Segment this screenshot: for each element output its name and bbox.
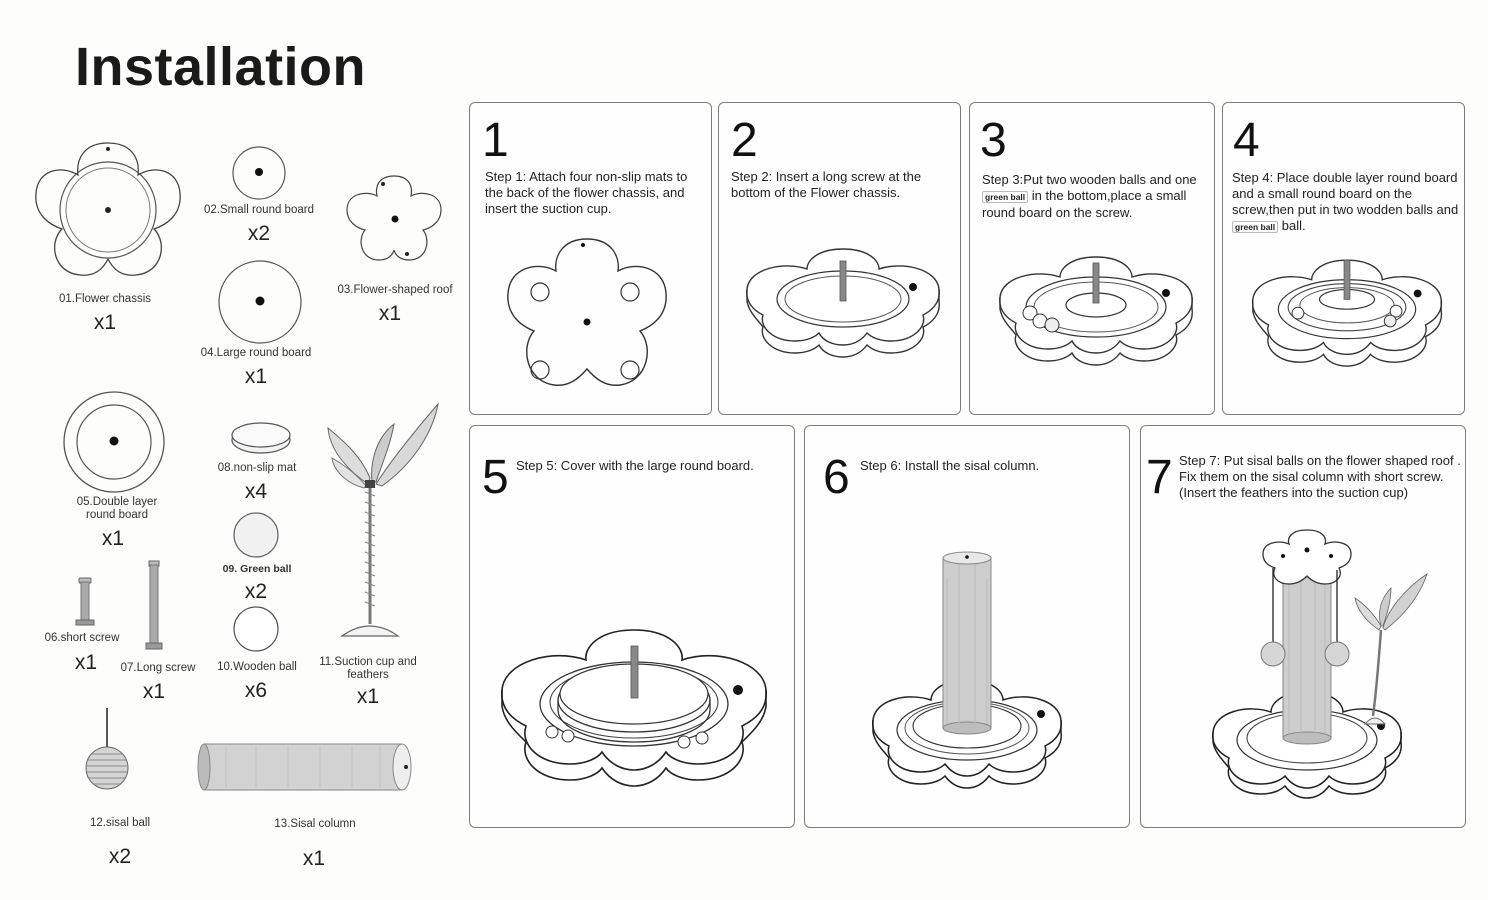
part-label: 05.Double layer round board xyxy=(76,496,158,521)
part-qty: x1 xyxy=(101,527,125,550)
step-3-illustration xyxy=(999,256,1193,366)
step-text: Step 1: Attach four non-slip mats to the… xyxy=(485,169,688,216)
step-number: 7 xyxy=(1146,451,1173,504)
part-label: 03.Flower-shaped roof xyxy=(337,284,453,296)
sisal-ball-image xyxy=(84,706,134,792)
short-screw-image xyxy=(74,576,98,628)
step-7-illustration xyxy=(1212,529,1428,799)
step-6-illustration xyxy=(872,551,1062,789)
step-text: Step 2: Insert a long screw at the botto… xyxy=(731,169,922,200)
step-text: Step 7: Put sisal balls on the flower sh… xyxy=(1179,453,1461,500)
step-7-panel: 7 Step 7: Put sisal balls on the flower … xyxy=(1140,425,1466,828)
non-slip-mat-image xyxy=(229,420,293,456)
step-2-panel: 2 Step 2: Insert a long screw at the bot… xyxy=(718,102,961,415)
part-qty: x4 xyxy=(244,480,268,503)
step-number: 5 xyxy=(482,451,509,504)
step-number: 3 xyxy=(980,114,1007,167)
step-4-illustration xyxy=(1251,259,1443,367)
part-qty: x2 xyxy=(247,222,271,245)
part-qty: x1 xyxy=(244,365,268,388)
wooden-ball-image xyxy=(231,605,281,655)
step-4-panel: 4 Step 4: Place double layer round board… xyxy=(1222,102,1465,415)
part-label: 02.Small round board xyxy=(204,204,314,216)
part-label: 09. Green ball xyxy=(222,563,292,575)
part-label: 10.Wooden ball xyxy=(217,661,297,673)
part-qty: x1 xyxy=(356,685,380,708)
step-5-illustration xyxy=(501,629,767,787)
step-text: Step 6: Install the sisal column. xyxy=(860,458,1040,473)
part-qty: x1 xyxy=(74,651,98,674)
suction-cup-feathers-image xyxy=(320,402,444,646)
step-text: Step 5: Cover with the large round board… xyxy=(516,458,754,473)
page-title: Installation xyxy=(75,37,367,97)
part-label: 08.non-slip mat xyxy=(217,462,297,474)
flower-roof-image xyxy=(343,172,445,266)
step-number: 6 xyxy=(823,451,850,504)
sisal-column-image xyxy=(196,740,416,796)
part-label: 13.Sisal column xyxy=(274,818,356,830)
part-qty: x2 xyxy=(108,845,132,868)
part-qty: x1 xyxy=(302,847,326,870)
part-label: 06.short screw xyxy=(44,632,120,644)
green-ball-tag: green ball xyxy=(1232,221,1279,233)
part-qty: x1 xyxy=(378,302,402,325)
step-text: Step 3:Put two wooden balls and one gree… xyxy=(982,172,1197,220)
part-qty: x1 xyxy=(142,680,166,703)
step-6-panel: 6 Step 6: Install the sisal column. xyxy=(804,425,1130,828)
part-label: 07.Long screw xyxy=(120,662,196,674)
step-1-illustration xyxy=(507,238,667,386)
green-ball-image xyxy=(231,511,281,561)
large-round-board-image xyxy=(216,260,304,346)
flower-chassis-image xyxy=(32,135,184,280)
step-number: 1 xyxy=(482,114,509,167)
step-number: 2 xyxy=(731,114,758,167)
long-screw-image xyxy=(143,559,167,653)
step-1-panel: 1 Step 1: Attach four non-slip mats to t… xyxy=(469,102,712,415)
part-qty: x1 xyxy=(93,311,117,334)
part-label: 01.Flower chassis xyxy=(58,293,152,305)
double-layer-board-image xyxy=(61,390,167,494)
step-5-panel: 5 Step 5: Cover with the large round boa… xyxy=(469,425,795,828)
step-2-illustration xyxy=(746,248,940,358)
step-number: 4 xyxy=(1233,114,1260,167)
step-text: Step 4: Place double layer round board a… xyxy=(1232,170,1459,233)
part-label: 04.Large round board xyxy=(200,347,312,359)
small-round-board-image xyxy=(229,145,289,201)
part-qty: x6 xyxy=(244,679,268,702)
step-3-panel: 3 Step 3:Put two wooden balls and one gr… xyxy=(969,102,1215,415)
part-label: 12.sisal ball xyxy=(89,817,151,829)
green-ball-tag: green ball xyxy=(982,191,1029,203)
part-qty: x2 xyxy=(244,580,268,603)
part-label: 11.Suction cup and feathers xyxy=(319,656,417,681)
